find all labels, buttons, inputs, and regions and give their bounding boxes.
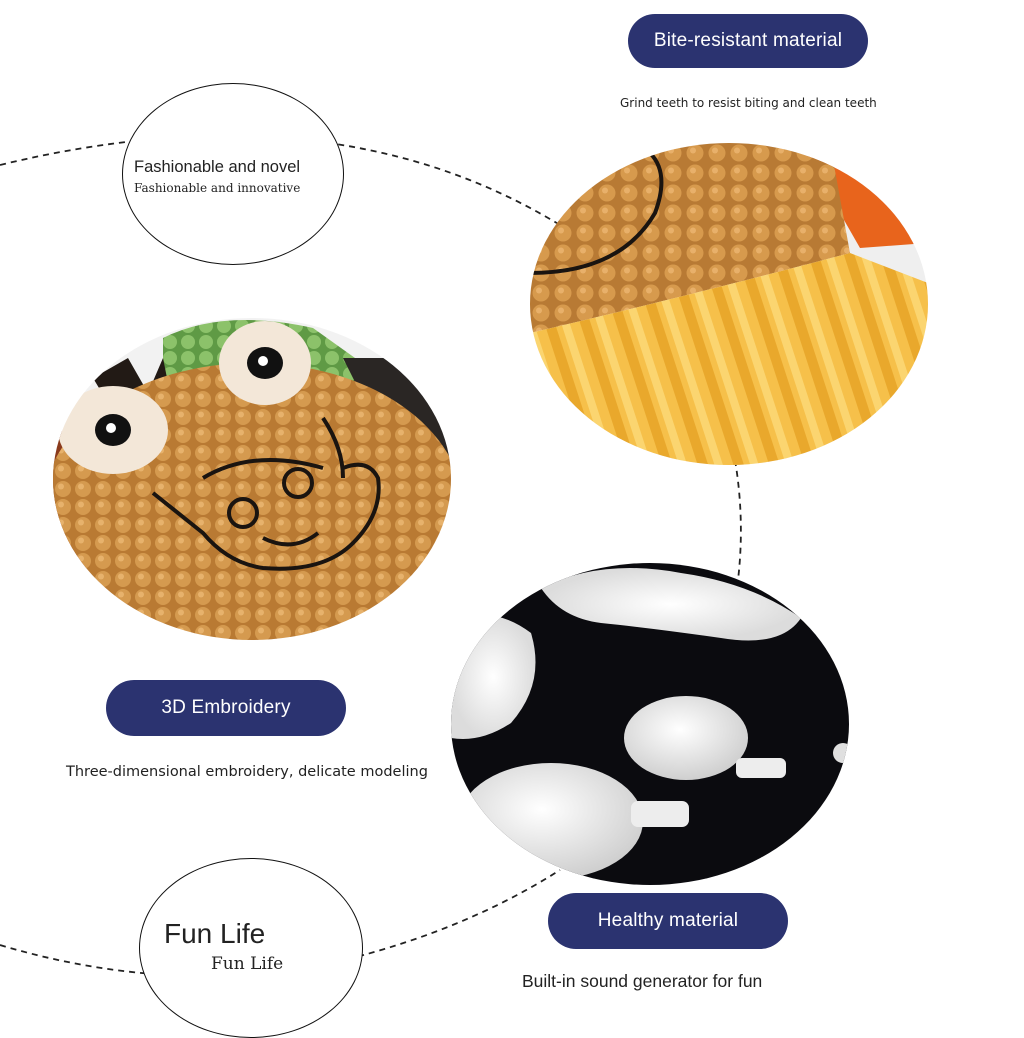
fashionable-ring bbox=[122, 83, 344, 265]
fun-life-ring bbox=[139, 858, 363, 1038]
fun-life-subtitle: Fun Life bbox=[211, 954, 284, 974]
healthy-material-caption: Built-in sound generator for fun bbox=[522, 971, 763, 991]
healthy-material-title: Healthy material bbox=[597, 910, 739, 931]
photo-3d-embroidery-toy bbox=[53, 318, 451, 640]
bite-resistant-title: Bite-resistant material bbox=[653, 30, 843, 51]
bite-resistant-caption: Grind teeth to resist biting and clean t… bbox=[620, 96, 877, 110]
3d-embroidery-title: 3D Embroidery bbox=[161, 697, 291, 718]
fashionable-title: Fashionable and novel bbox=[134, 158, 301, 176]
fashionable-subtitle: Fashionable and innovative bbox=[134, 181, 301, 195]
photo-healthy-material-squeakers bbox=[451, 563, 849, 885]
3d-embroidery-caption: Three-dimensional embroidery, delicate m… bbox=[66, 764, 428, 780]
healthy-material-badge: Healthy material bbox=[548, 893, 788, 949]
fun-life-title: Fun Life bbox=[164, 918, 266, 949]
3d-embroidery-badge: 3D Embroidery bbox=[106, 680, 346, 736]
photo-bite-resistant-fabric bbox=[530, 143, 928, 465]
bite-resistant-badge: Bite-resistant material bbox=[628, 14, 868, 68]
